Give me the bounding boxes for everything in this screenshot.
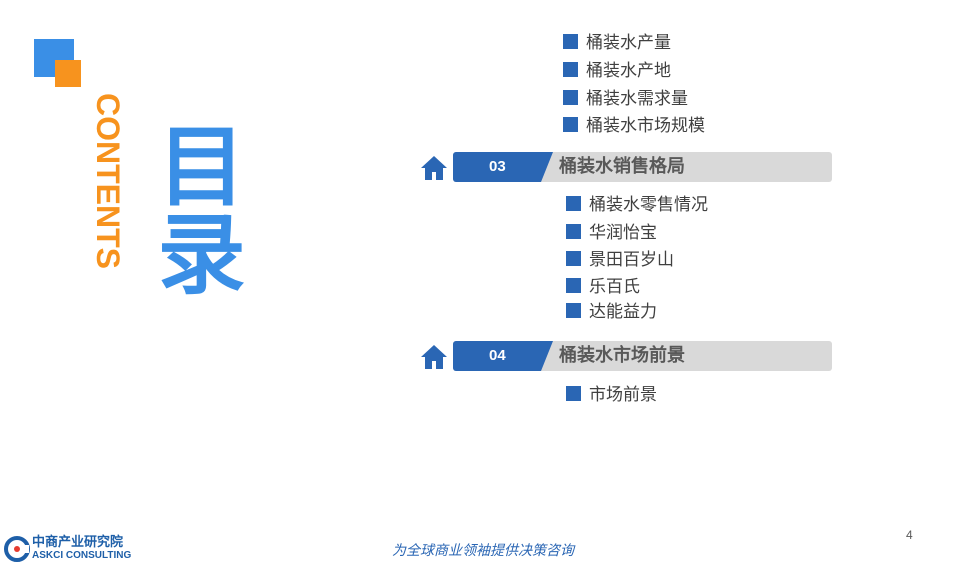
list-item[interactable]: 华润怡宝 [566, 223, 657, 243]
square-bullet-icon [566, 303, 581, 318]
list-item-label: 市场前景 [589, 385, 657, 405]
section-number: 03 [453, 152, 553, 182]
list-item[interactable]: 桶装水市场规模 [563, 116, 705, 136]
footer-slogan: 为全球商业领袖提供决策咨询 [392, 543, 574, 559]
list-item-label: 景田百岁山 [589, 250, 674, 270]
square-bullet-icon [563, 34, 578, 49]
square-bullet-icon [563, 90, 578, 105]
home-icon [421, 156, 447, 180]
page-number: 4 [906, 528, 913, 542]
section-title: 桶装水市场前景 [559, 345, 685, 366]
section-title: 桶装水销售格局 [559, 156, 685, 177]
list-item[interactable]: 桶装水需求量 [563, 89, 688, 109]
list-item[interactable]: 市场前景 [566, 385, 657, 405]
square-bullet-icon [566, 196, 581, 211]
section-header-04[interactable]: 04 桶装水市场前景 [453, 341, 832, 371]
square-bullet-icon [566, 251, 581, 266]
square-bullet-icon [566, 278, 581, 293]
list-item[interactable]: 乐百氏 [566, 277, 640, 297]
home-icon [421, 345, 447, 369]
list-item-label: 桶装水产量 [586, 33, 671, 53]
list-item-label: 桶装水产地 [586, 61, 671, 81]
logo-text-cn: 中商产业研究院 [32, 535, 124, 550]
square-bullet-icon [563, 117, 578, 132]
list-item[interactable]: 景田百岁山 [566, 250, 674, 270]
list-item-label: 桶装水需求量 [586, 89, 688, 109]
list-item[interactable]: 达能益力 [566, 302, 657, 322]
square-bullet-icon [563, 62, 578, 77]
section-header-03[interactable]: 03 桶装水销售格局 [453, 152, 832, 182]
section-number: 04 [453, 341, 553, 371]
decor-square-orange [55, 60, 81, 87]
contents-label: CONTENTS [90, 93, 126, 269]
list-item-label: 桶装水市场规模 [586, 116, 705, 136]
list-item[interactable]: 桶装水产地 [563, 61, 671, 81]
page-title: 目录 [143, 120, 246, 296]
square-bullet-icon [566, 224, 581, 239]
list-item-label: 桶装水零售情况 [589, 195, 708, 215]
list-item-label: 华润怡宝 [589, 223, 657, 243]
askci-logo-icon [4, 536, 30, 562]
list-item-label: 达能益力 [589, 302, 657, 322]
list-item[interactable]: 桶装水零售情况 [566, 195, 708, 215]
square-bullet-icon [566, 386, 581, 401]
logo-text-en: ASKCI CONSULTING [32, 550, 132, 561]
list-item[interactable]: 桶装水产量 [563, 33, 671, 53]
list-item-label: 乐百氏 [589, 277, 640, 297]
